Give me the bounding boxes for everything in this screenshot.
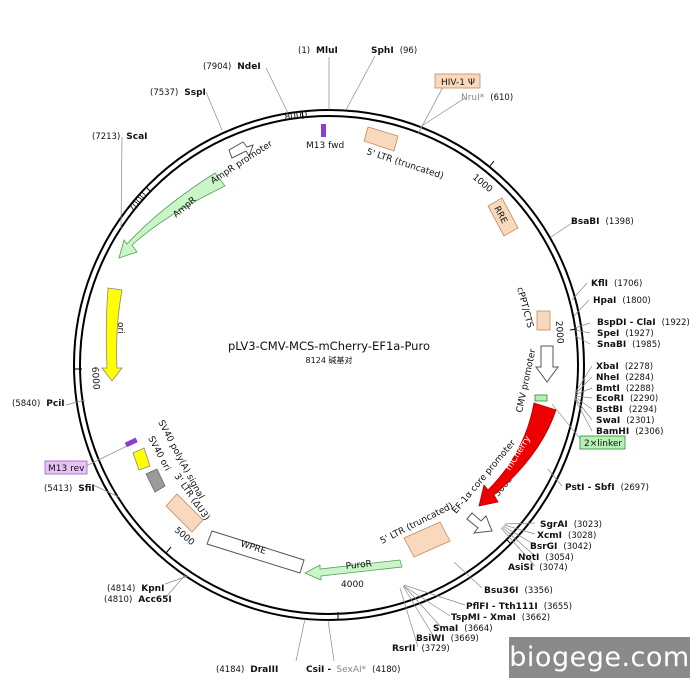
m13-rev-label: M13 rev — [48, 464, 85, 474]
site-rsrii: RsrII(3729) — [392, 644, 450, 654]
watermark-badge: biogege.com — [509, 637, 690, 678]
cppt-cts-feature — [536, 310, 551, 331]
site-smai: SmaI(3664) — [433, 624, 493, 634]
plasmid-title: pLV3-CMV-MCS-mCherry-EF1a-Puro — [228, 339, 430, 353]
site-kpni: (4814)KpnI — [107, 584, 164, 594]
backbone-inner-ring — [79, 115, 579, 615]
site-tspmi-xmai: TspMI - XmaI(3662) — [451, 613, 550, 623]
ori-label: ori — [115, 322, 125, 334]
ltr5-truncated-bottom — [403, 521, 451, 558]
site-hpai: HpaI(1800) — [593, 296, 651, 306]
cppt-cts-label: cPPT/CTS — [514, 286, 535, 329]
ampr-promoter-arrow — [228, 141, 254, 159]
mcherry-arrow — [478, 402, 557, 507]
site-psti-sbfi: PstI - SbfI(2697) — [565, 483, 649, 493]
tick-label-6000: 6000 — [89, 367, 101, 391]
site-mlui: (1)MluI — [298, 46, 338, 56]
m13-rev-primer — [124, 437, 138, 448]
site-pflfi-tth111i: PflFI - Tth111I(3655) — [466, 602, 572, 612]
site-xbai: XbaI(2278) — [596, 362, 653, 372]
site-bsiwi: BsiWI(3669) — [416, 634, 479, 644]
site-spei: SpeI(1927) — [597, 329, 654, 339]
site-acc65i: (4810)Acc65I — [104, 595, 172, 605]
scale-ticks — [75, 111, 578, 619]
site-sfii: (5413)SfiI — [44, 484, 95, 494]
puror-label: PuroR — [345, 559, 372, 572]
site-bmti: BmtI(2288) — [596, 384, 654, 394]
site-sphi: SphI(96) — [371, 46, 417, 56]
tick-label-2000: 2000 — [553, 321, 565, 345]
linker-badge — [579, 435, 626, 450]
site-sgrai: SgrAI(3023) — [540, 520, 602, 530]
backbone-outer-ring — [73, 109, 585, 621]
tick-label-8000: 8000 — [284, 110, 308, 123]
ltr3-du3-feature — [165, 493, 204, 533]
mcs-linker-mark — [534, 394, 548, 402]
wpre-feature — [206, 530, 305, 574]
site-bstbi: BstBI(2294) — [596, 405, 657, 415]
m13-fwd-label: M13 fwd — [306, 141, 344, 151]
site-nhei: NheI(2284) — [596, 373, 654, 383]
m13-rev-badge — [44, 460, 88, 475]
site-bsabi: BsaBI(1398) — [571, 217, 634, 227]
site-asisi: AsiSI(3074) — [508, 563, 568, 573]
m13-fwd-primer — [321, 124, 326, 137]
site-drui: NruI*(610) — [461, 93, 513, 103]
site-kfli: KflI(1706) — [591, 279, 642, 289]
site-draiii: (4184)DraIII — [216, 665, 278, 675]
ltr5-top-label: 5' LTR (truncated) — [365, 147, 445, 181]
site-bspdi-clai: BspDI - ClaI(1922) — [597, 318, 690, 328]
tick-label-4000: 4000 — [341, 580, 364, 590]
cmv-promoter-arrow — [535, 345, 559, 383]
hiv1-psi-label: HIV-1 Ψ — [441, 78, 475, 88]
puror-arrow — [304, 559, 403, 581]
ori-arrow — [101, 287, 123, 382]
site-ecori: EcoRI(2290) — [596, 394, 658, 404]
site-swai: SwaI(2301) — [596, 416, 654, 426]
site-sspi: (7537)SspI — [150, 88, 206, 98]
linker-label: 2×linker — [584, 439, 622, 449]
ef1a-core-promoter-arrow — [466, 512, 493, 534]
restriction-site-leaders — [65, 55, 593, 662]
site-ndei: (7904)NdeI — [203, 62, 261, 72]
site-bsrgi: BsrGI(3042) — [530, 542, 592, 552]
site-noti: NotI(3054) — [518, 553, 574, 563]
sv40-ori-feature — [132, 447, 151, 471]
ltr5-truncated-top — [363, 126, 399, 152]
tick-label-7000: 7000 — [127, 190, 149, 214]
site-xcmi: XcmI(3028) — [537, 531, 596, 541]
site-snabi: SnaBI(1985) — [597, 340, 660, 350]
ampr-arrow — [118, 172, 226, 259]
rre-feature — [487, 197, 519, 237]
site-bsu36i: Bsu36I(3356) — [484, 586, 553, 596]
site-scai: (7213)ScaI — [92, 132, 148, 142]
plasmid-size: 8124 碱基对 — [306, 355, 353, 365]
site-csii-sexai: CsiI - SexAI*(4180) — [306, 665, 400, 675]
sv40-polya-feature — [145, 468, 166, 493]
site-pcii: (5840)PciI — [12, 399, 65, 409]
site-bamhi: BamHI(2306) — [596, 427, 663, 437]
hiv1-psi-badge — [434, 73, 481, 89]
